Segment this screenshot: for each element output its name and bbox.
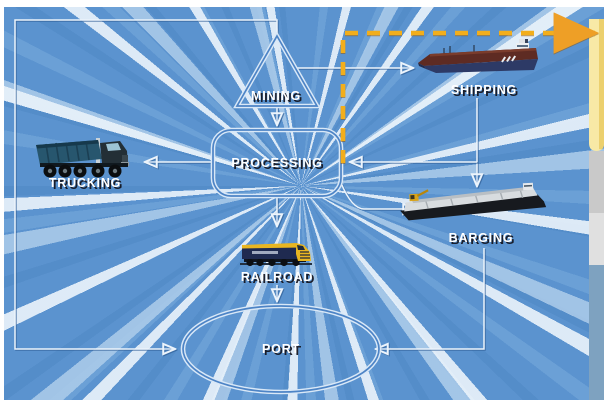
- dashed-export-route: [340, 12, 600, 163]
- dump-truck-image: [36, 138, 129, 178]
- right-edge-bar-gray: [589, 151, 604, 213]
- connectors: [14, 19, 485, 349]
- edge-mining-to-port: [14, 19, 278, 349]
- label-barging: BARGING: [448, 231, 514, 245]
- label-port: PORT: [262, 342, 300, 356]
- label-mining: MINING: [251, 89, 301, 103]
- right-edge-bar-cream-shade: [599, 19, 604, 150]
- label-railroad: RAILROAD: [240, 270, 314, 284]
- label-trucking: TRUCKING: [48, 176, 122, 190]
- label-shipping: SHIPPING: [450, 83, 518, 97]
- label-processing: PROCESSING: [231, 156, 323, 170]
- edge-processing-to-barging: [340, 182, 415, 209]
- node-shapes: [180, 31, 382, 395]
- mining-triangle: [235, 34, 319, 107]
- port-ellipse: [182, 305, 380, 393]
- edge-barging-to-port: [376, 248, 485, 349]
- right-edge-bar-blue-gray: [589, 265, 604, 400]
- barge-image: [400, 182, 547, 221]
- right-edge-bar-light-gray: [589, 213, 604, 265]
- right-edge-strip: [589, 19, 604, 400]
- cargo-ship-image: [418, 39, 538, 73]
- locomotive-image: [240, 243, 312, 267]
